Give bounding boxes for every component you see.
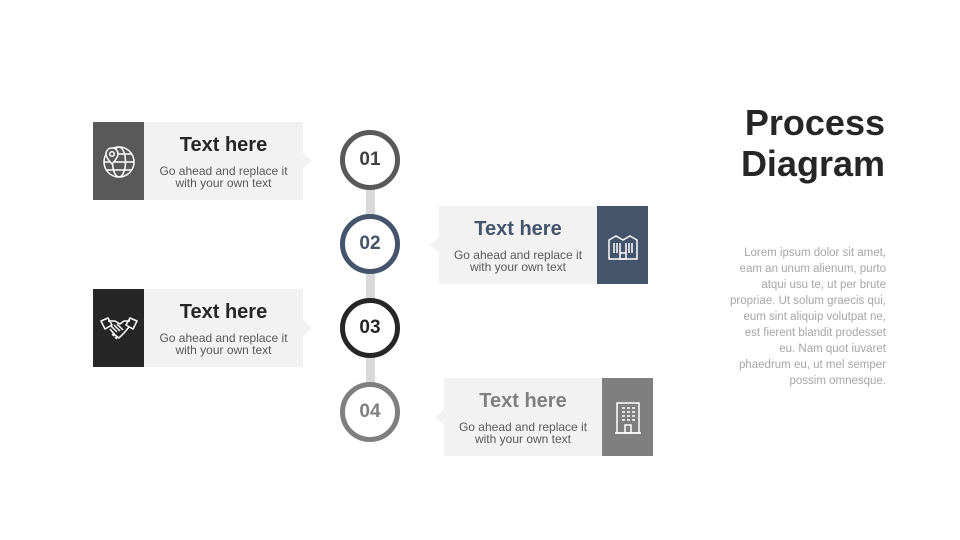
step-body-line: Go ahead and replace it [458, 419, 588, 434]
description-text: Lorem ipsum dolor sit amet, eam an unum … [730, 247, 886, 387]
step-number: 02 [359, 233, 381, 254]
step-card-4: Text here Go ahead and replace it with y… [435, 378, 653, 456]
step-icon-box [93, 122, 144, 200]
step-title: Text here [474, 217, 562, 240]
page-title: Process Diagram [741, 102, 885, 184]
step-card-1: Text here Go ahead and replace it with y… [93, 122, 312, 200]
step-body-line: with your own text [474, 431, 572, 446]
step-circle-2: 02 [340, 214, 400, 274]
step-number: 01 [359, 149, 381, 170]
step-number: 03 [359, 317, 381, 338]
step-icon-box [602, 378, 653, 456]
timeline-connector [366, 160, 375, 414]
step-body-line: with your own text [175, 342, 272, 357]
step-title: Text here [179, 133, 268, 156]
step-body-line: Go ahead and replace it [453, 247, 583, 262]
title-line: Process [744, 102, 885, 143]
step-title: Text here [479, 389, 567, 412]
step-circle-4: 04 [340, 382, 400, 442]
step-card-3: Text here Go ahead and replace it with y… [93, 289, 312, 367]
step-body-line: with your own text [469, 259, 567, 274]
step-circle-3: 03 [340, 298, 400, 358]
step-icon-box [597, 206, 648, 284]
step-title: Text here [179, 300, 268, 323]
office-building-icon [614, 402, 641, 434]
step-body-line: Go ahead and replace it [159, 330, 288, 345]
step-icon-box [93, 289, 144, 367]
step-body-line: with your own text [175, 175, 272, 190]
handshake-icon [99, 317, 138, 340]
step-card-2: Text here Go ahead and replace it with y… [430, 206, 648, 284]
step-circle-1: 01 [340, 130, 400, 190]
step-number: 04 [359, 401, 381, 422]
title-line: Diagram [740, 143, 885, 184]
globe-location-icon [102, 146, 135, 178]
factory-building-icon [607, 235, 638, 260]
step-body-line: Go ahead and replace it [159, 163, 288, 178]
